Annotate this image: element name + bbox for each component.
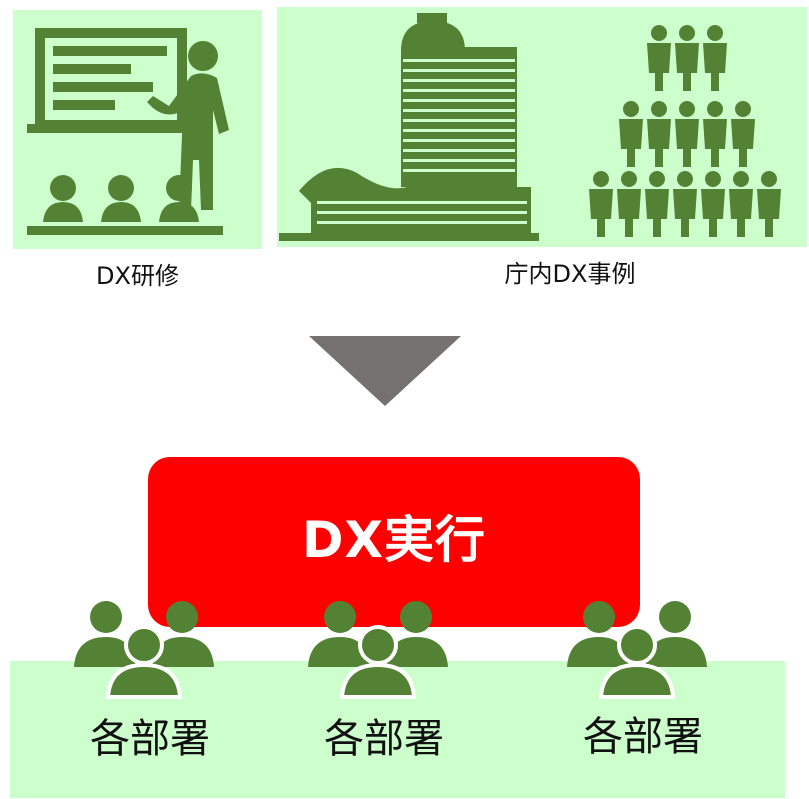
department-label: 各部署 [324,716,444,762]
department-label: 各部署 [583,714,703,760]
dx-execution-box [148,457,640,627]
lecture-icon [27,28,229,235]
triangle-down-icon [309,336,461,406]
skyscraper-icon [279,13,539,241]
cases-label: 庁内DX事例 [504,260,636,288]
group-icon [74,601,214,699]
people-pyramid-icon [589,25,781,237]
department-label: 各部署 [90,716,210,762]
group-icon [567,601,707,699]
training-label: DX研修 [96,262,179,290]
group-icon [308,601,448,699]
dx-execution-label: DX実行 [301,511,487,569]
